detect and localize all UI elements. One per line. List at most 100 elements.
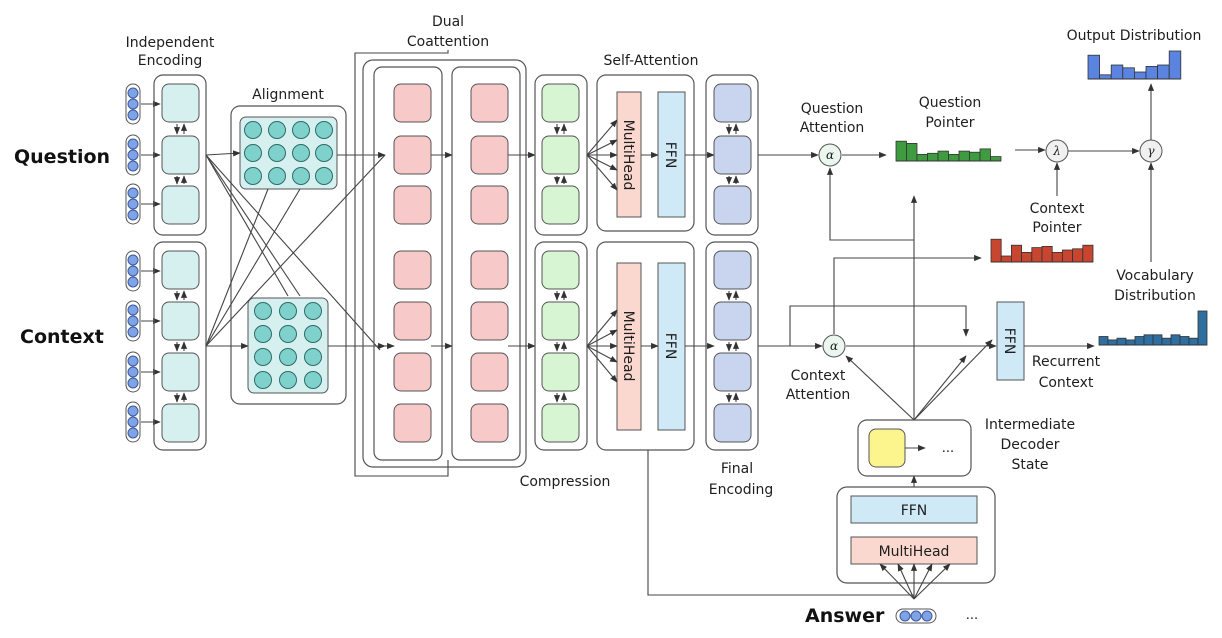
compression-cell [541, 83, 580, 123]
token-arrows [141, 100, 161, 426]
histogram-bar [1110, 64, 1124, 80]
histogram-bar [1099, 74, 1112, 80]
multihead-label: MultiHead [879, 544, 950, 560]
multihead-block [616, 262, 642, 431]
question-pointer-label-1: Question [919, 95, 982, 111]
token-icon [125, 401, 141, 443]
vocabulary-distribution-histogram [1098, 310, 1208, 346]
intermediate-decoder-state-label-2: Decoder [1001, 437, 1060, 453]
answer-ellipsis: ... [966, 608, 978, 623]
alpha-symbol: α [830, 339, 838, 353]
final-encoding-cell [713, 185, 752, 225]
context-attention-label-1: Context [791, 368, 846, 384]
decoder-state-connections [826, 167, 993, 421]
encoding-cell [161, 352, 200, 392]
context-label: Context [20, 326, 104, 348]
question-self-attention-group [596, 74, 695, 232]
ffn-label: FFN [1001, 328, 1017, 355]
histogram-bar [1051, 251, 1063, 263]
histogram-bar [1041, 245, 1053, 263]
final-encoding-cell [713, 403, 752, 443]
histogram-bar [1157, 64, 1170, 80]
encoding-cell [161, 403, 200, 443]
coattention-cell [470, 135, 509, 175]
compression-cell [541, 352, 580, 392]
compression-label: Compression [520, 474, 611, 490]
histogram-bar [958, 150, 970, 162]
histogram-bar [1188, 337, 1199, 346]
context-pointer-label-2: Pointer [1032, 220, 1081, 236]
histogram-bar [1125, 339, 1136, 346]
histogram-bar [1122, 67, 1135, 80]
coattention-cell [393, 135, 432, 175]
output-distribution-histogram [1087, 50, 1182, 80]
coattention-cell [470, 83, 509, 123]
histogram-bar [1011, 244, 1023, 263]
ffn-block [657, 91, 686, 218]
token-icon [125, 134, 141, 176]
intermediate-decoder-state-label-3: State [1011, 457, 1048, 473]
token-icon [125, 250, 141, 292]
encoding-cell [161, 83, 200, 123]
context-pointer-histogram [990, 238, 1094, 263]
final-encoding-cell [713, 352, 752, 392]
histogram-bar [927, 152, 939, 162]
question-attention-node [818, 143, 842, 167]
decoder-group [836, 486, 996, 584]
coattention-cell [470, 403, 509, 443]
answer-token-icon [895, 608, 937, 624]
histogram-bar [969, 151, 981, 162]
dual-coattention-label-2: Coattention [407, 34, 489, 50]
ffn-label: FFN [901, 503, 928, 519]
coattention-cell [393, 185, 432, 225]
histogram-bar [1134, 71, 1147, 80]
context-alignment-matrix [247, 297, 329, 394]
alignment-group [230, 105, 347, 405]
histogram-bar [1143, 334, 1154, 346]
encoding-cell [161, 250, 200, 290]
context-pointer-label-1: Context [1030, 201, 1085, 217]
compression-cell [541, 135, 580, 175]
coattention-cell [470, 185, 509, 225]
independent-encoding-label-1: Independent [126, 35, 215, 51]
recurrent-context-label-1: Recurrent [1032, 354, 1101, 370]
histogram-bar [1087, 54, 1101, 80]
histogram-bar [895, 140, 907, 162]
histogram-bar [916, 153, 928, 162]
ffn-label: FFN [662, 142, 678, 169]
final-encoding-label-1: Final [721, 461, 753, 477]
compression-cell [541, 185, 580, 225]
histogram-bar [937, 150, 949, 162]
coattention-arrows [385, 151, 536, 350]
ffn-block [657, 262, 686, 431]
coattention-cell [393, 352, 432, 392]
histogram-bar [1161, 337, 1172, 346]
decoder-multihead-block [850, 536, 978, 565]
recurrent-context-label-2: Context [1039, 375, 1094, 391]
histogram-bar [1098, 336, 1109, 346]
final-encoding-cell [713, 301, 752, 341]
alpha-symbol: α [826, 148, 834, 162]
histogram-bar [979, 148, 991, 162]
coattention-cell [393, 403, 432, 443]
answer-label: Answer [805, 605, 885, 627]
histogram-bar [1197, 310, 1208, 346]
compression-cell [541, 403, 580, 443]
alignment-label: Alignment [252, 87, 324, 103]
histogram-bar [1072, 248, 1084, 263]
histogram-bar [1021, 251, 1033, 263]
coattention-cell [393, 250, 432, 290]
histogram-bar [990, 156, 1002, 162]
context-attention-node [822, 334, 846, 358]
compression-cell [541, 301, 580, 341]
coattention-cell [393, 83, 432, 123]
histogram-bar [1031, 247, 1043, 263]
question-alignment-matrix [239, 116, 338, 190]
final-encoding-cell [713, 135, 752, 175]
vocabulary-distribution-label-2: Distribution [1114, 288, 1196, 304]
encoding-cell [161, 185, 200, 225]
coattention-outer-frame [354, 50, 449, 477]
ffn-label: FFN [662, 333, 678, 360]
self-attention-label: Self-Attention [604, 53, 699, 69]
